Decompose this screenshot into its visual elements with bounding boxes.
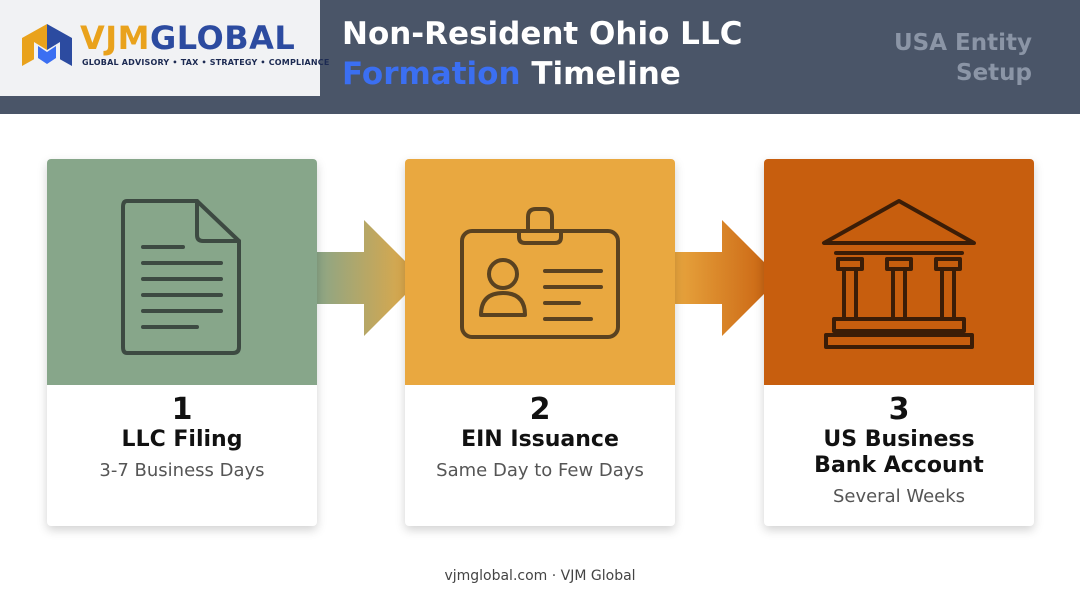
arrow-right-icon <box>670 220 780 336</box>
title-line-1: Non-Resident Ohio LLC <box>342 16 743 52</box>
page-title: Non-Resident Ohio LLC Formation Timeline <box>342 14 742 94</box>
step-card-header <box>47 159 317 385</box>
title-line-2: Formation Timeline <box>342 54 742 94</box>
step-duration: 3-7 Business Days <box>99 460 265 481</box>
logo-wordmark: VJMGLOBAL <box>80 19 296 57</box>
logo: VJMGLOBAL GLOBAL ADVISORY • TAX • STRATE… <box>0 0 329 96</box>
step-title: LLC Filing <box>121 427 243 452</box>
step-title-line-1: US Business <box>823 427 975 452</box>
step-card-3: 3 US Business Bank Account Several Weeks <box>764 159 1034 526</box>
side-tag: USA Entity Setup <box>832 28 1032 88</box>
step-card-header <box>764 159 1034 385</box>
step-number: 2 <box>529 392 551 427</box>
header-banner: VJMGLOBAL GLOBAL ADVISORY • TAX • STRATE… <box>0 0 1080 114</box>
document-icon <box>121 199 241 355</box>
step-card-1: 1 LLC Filing 3-7 Business Days <box>47 159 317 526</box>
logo-tagline: GLOBAL ADVISORY • TAX • STRATEGY • COMPL… <box>82 58 330 67</box>
step-card-2: 2 EIN Issuance Same Day to Few Days <box>405 159 675 526</box>
title-rest: Timeline <box>520 56 681 92</box>
logo-mark-icon <box>22 24 72 68</box>
step-title: EIN Issuance <box>461 427 619 452</box>
arrow-right-icon <box>312 220 422 336</box>
bank-icon <box>822 199 976 349</box>
title-highlight: Formation <box>342 56 521 92</box>
footer-credit: vjmglobal.com · VJM Global <box>444 568 636 584</box>
side-tag-line-1: USA Entity <box>894 30 1032 56</box>
side-tag-line-2: Setup <box>956 60 1032 86</box>
step-duration: Several Weeks <box>832 486 966 507</box>
step-title: US Business Bank Account <box>764 427 1034 479</box>
step-title-line-2: Bank Account <box>814 453 984 478</box>
step-duration: Same Day to Few Days <box>436 460 644 481</box>
id-badge-icon <box>460 207 620 339</box>
step-number: 3 <box>888 392 910 427</box>
step-number: 1 <box>171 392 193 427</box>
step-card-header <box>405 159 675 385</box>
